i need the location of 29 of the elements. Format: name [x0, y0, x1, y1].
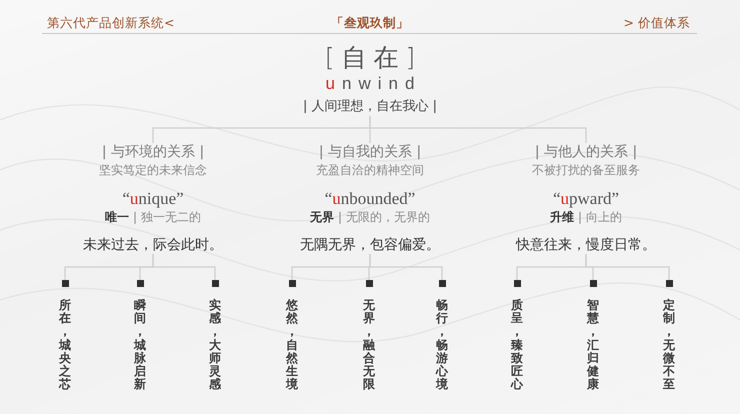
vertical-text: 无界，融合无限 [363, 299, 375, 392]
vertical-text: 所在，城央之芯 [59, 299, 71, 392]
title-text: [自在] [324, 44, 422, 72]
vertical-text: 实感，大师灵感 [209, 299, 221, 392]
header-text: > 价值体系 [624, 15, 690, 31]
section-heading: | 与自我的关系 | [318, 143, 422, 161]
meaning-text: 无界 | 无限的，无界的 [310, 209, 430, 225]
slogan-text: | 人间理想，自在我心 | [302, 98, 438, 116]
header-text: 第六代产品创新系统< [47, 15, 174, 31]
english-word: “unique” [122, 189, 184, 209]
section-subtitle: 坚实笃定的未来信念 [99, 162, 207, 178]
english-word: “unbounded” [324, 189, 416, 209]
vertical-text: 定制，无微不至 [663, 299, 675, 392]
meaning-text: 升维 | 向上的 [550, 209, 622, 225]
slogan-text: 快意往来，慢度日常。 [516, 236, 656, 254]
vertical-text: 畅行，畅游心境 [436, 299, 448, 392]
slogan-text: 未来过去，际会此时。 [83, 236, 223, 254]
vertical-text: 悠然，自然生境 [286, 299, 298, 392]
slogan-text: 无隅无界，包容偏爱。 [300, 236, 440, 254]
meaning-text: 唯一 | 独一无二的 [105, 209, 201, 225]
vertical-text: 质呈，臻致匠心 [511, 299, 523, 392]
section-subtitle: 充盈自洽的精神空间 [316, 162, 424, 178]
section-heading: | 与他人的关系 | [534, 143, 638, 161]
vertical-text: 智慧，汇归健康 [587, 299, 599, 392]
section-subtitle: 不被打扰的备至服务 [532, 162, 640, 178]
vertical-text: 瞬间，城脉启新 [134, 299, 146, 392]
section-heading: | 与环境的关系 | [102, 143, 204, 161]
header-text: 「叁观玖制」 [331, 15, 409, 31]
english-word: “upward” [552, 189, 620, 209]
